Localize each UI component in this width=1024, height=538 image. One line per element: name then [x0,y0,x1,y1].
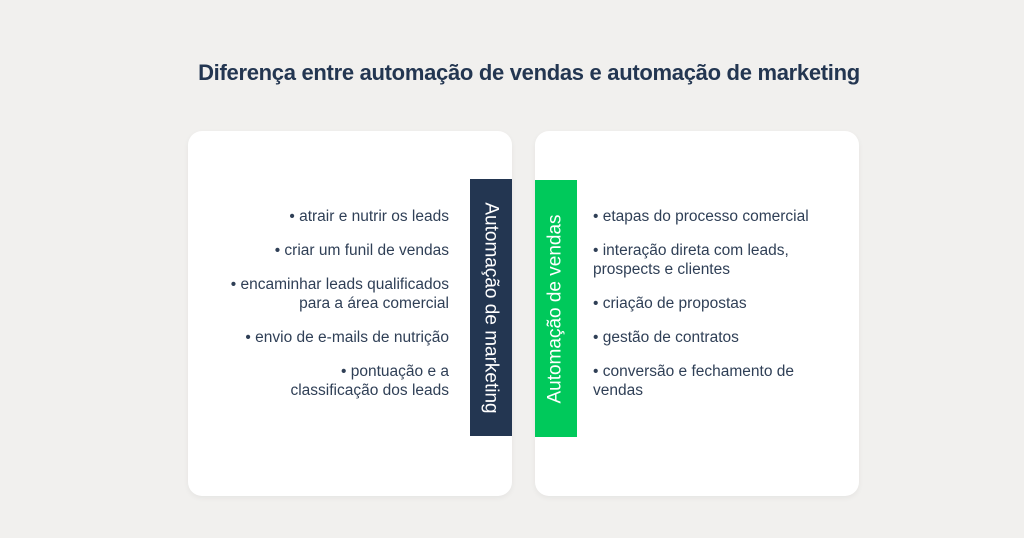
page-title: Diferença entre automação de vendas e au… [198,60,860,85]
sales-card [535,131,859,496]
sales-label: Automação de vendas [545,213,567,404]
list-item: • criar um funil de vendas [274,242,449,259]
list-item: • encaminhar leads qualificados para a á… [230,276,449,312]
list-item: • gestão de contratos [593,329,739,346]
marketing-card [188,131,512,496]
list-item: • etapas do processo comercial [593,208,809,225]
sales-list: • etapas do processo comercial • interaç… [593,207,843,415]
list-item: • criação de propostas [593,295,747,312]
list-item: • conversão e fechamento de vendas [593,363,795,399]
marketing-label-band: Automação de marketing [470,179,512,436]
list-item: • interação direta com leads, prospects … [593,242,789,278]
marketing-label: Automação de marketing [481,201,503,414]
list-item: • atrair e nutrir os leads [289,208,449,225]
list-item: • pontuação e a classificação dos leads [290,363,449,399]
marketing-list: • atrair e nutrir os leads • criar um fu… [189,207,449,415]
list-item: • envio de e-mails de nutrição [245,329,449,346]
sales-label-band: Automação de vendas [535,180,577,437]
